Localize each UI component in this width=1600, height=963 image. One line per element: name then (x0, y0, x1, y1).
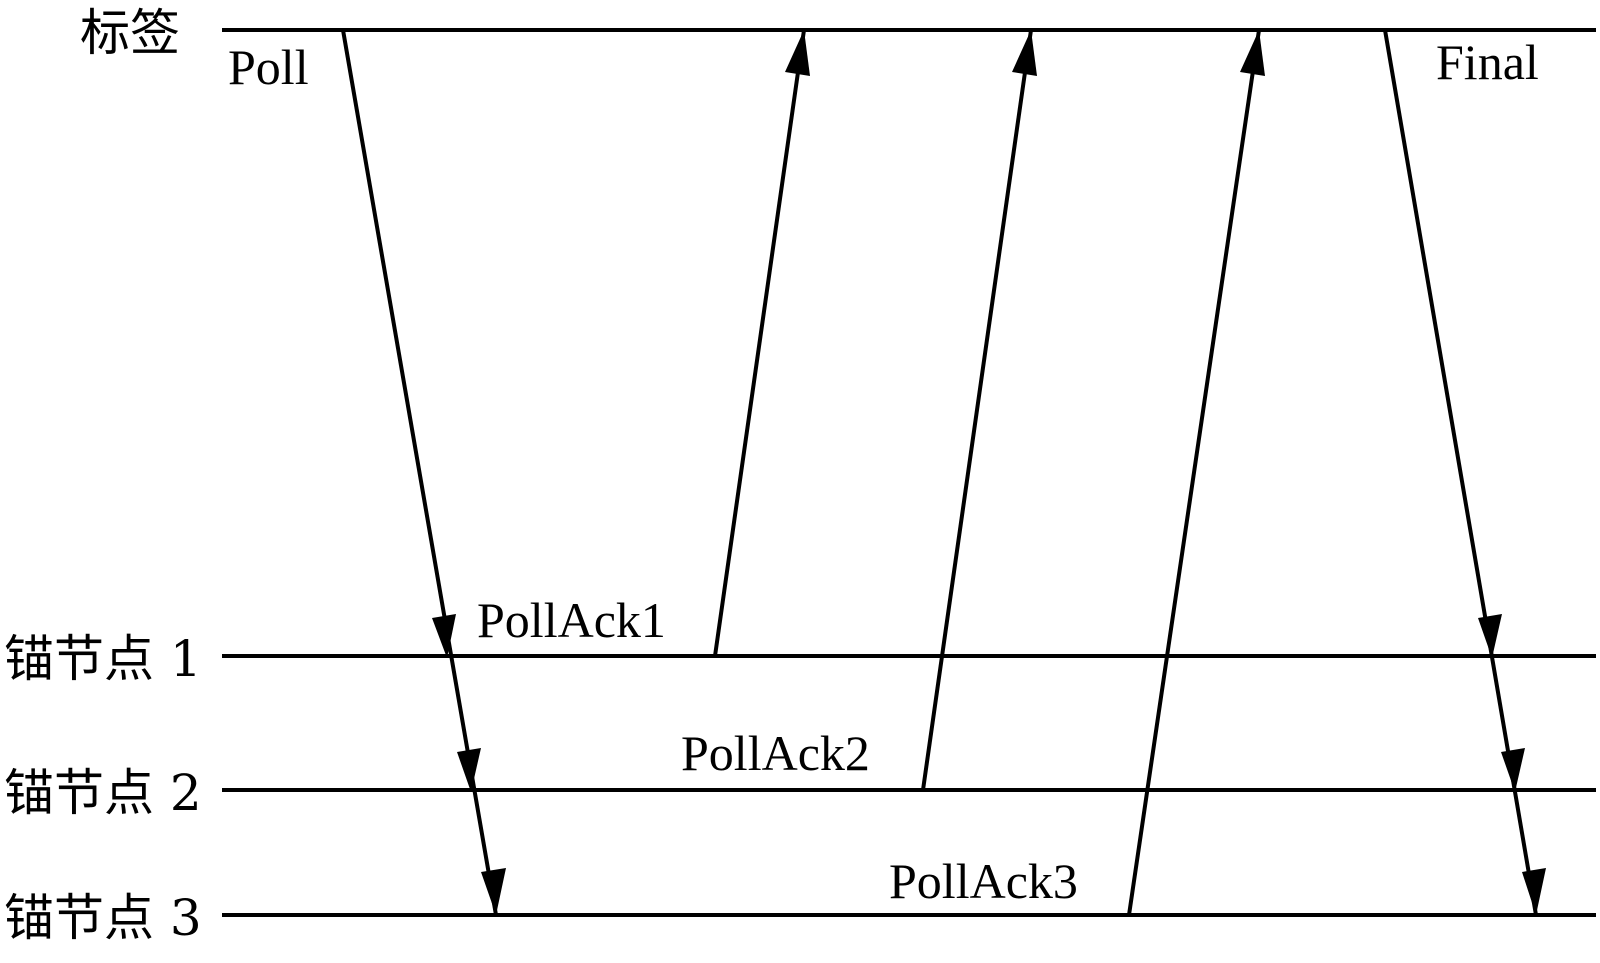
anchor3-lane-label: 锚节点 3 (4, 889, 202, 947)
final-label: Final (1436, 34, 1539, 90)
poll-arrowhead-anchor2 (457, 748, 481, 792)
pollack1-label: PollAck1 (477, 592, 666, 648)
anchor2-lane-label: 锚节点 2 (4, 764, 202, 822)
pollack3-arrowhead (1240, 30, 1265, 76)
anchor1-lane-label: 锚节点 1 (4, 630, 202, 688)
pollack2-arrowhead (1012, 30, 1037, 76)
pollack1-arrow-line (713, 29, 806, 657)
pollack3-arrow-line (1127, 29, 1261, 916)
poll-arrowhead-anchor3 (481, 868, 506, 915)
final-arrowhead-anchor1 (1478, 614, 1502, 658)
pollack2-arrow-line (921, 29, 1033, 791)
pollack3-label: PollAck3 (889, 853, 1078, 909)
poll-arrowhead-anchor1 (432, 614, 456, 658)
tag-lane-label: 标签 (80, 4, 180, 62)
pollack2-label: PollAck2 (681, 725, 870, 781)
final-arrowhead-anchor2 (1501, 748, 1525, 792)
poll-label: Poll (228, 39, 309, 95)
final-arrowhead-anchor3 (1522, 868, 1546, 915)
pollack1-arrowhead (785, 30, 810, 76)
